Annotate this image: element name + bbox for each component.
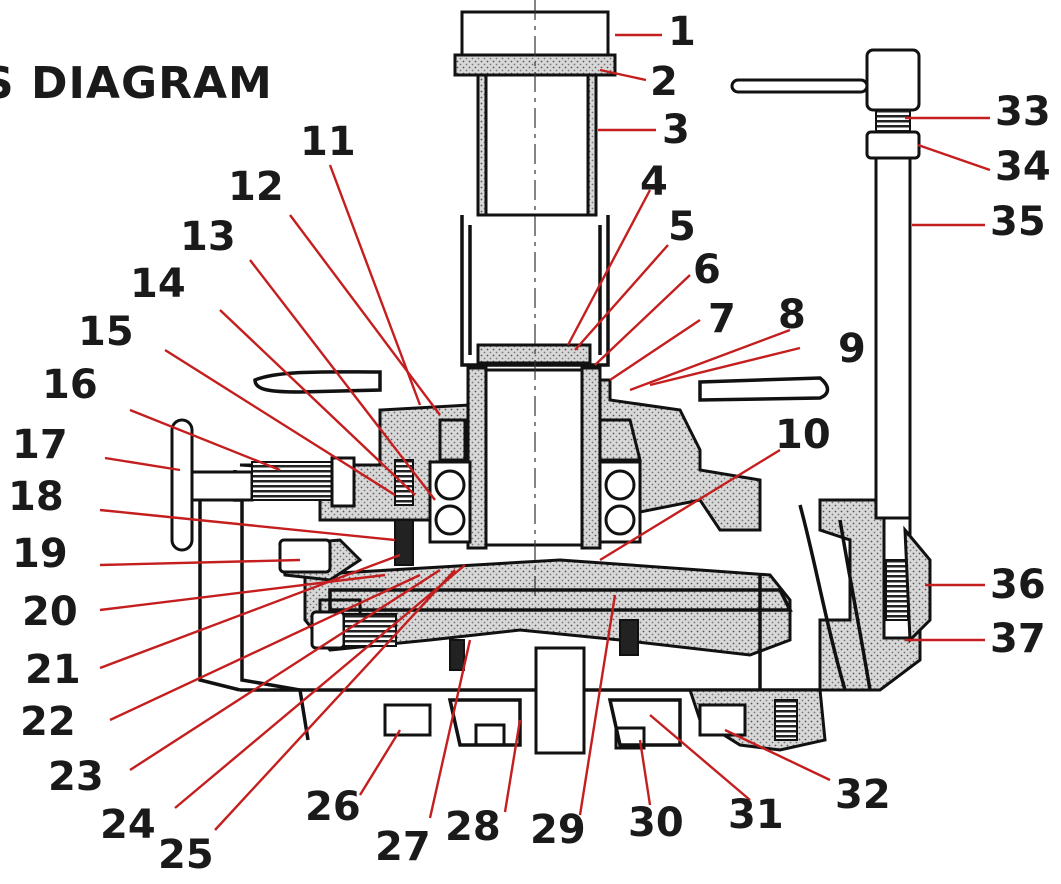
leader-line-29 bbox=[578, 594, 617, 816]
leader-line-5 bbox=[574, 244, 669, 351]
tube bbox=[453, 0, 617, 600]
leader-line-27 bbox=[428, 639, 472, 819]
leader-line-31 bbox=[649, 714, 751, 801]
leader-line-26 bbox=[358, 729, 402, 796]
rod-assembly bbox=[730, 48, 932, 644]
callout-20: 20 bbox=[22, 589, 78, 635]
callout-18: 18 bbox=[8, 474, 64, 520]
callout-19: 19 bbox=[12, 531, 68, 577]
handle-and-screws bbox=[170, 418, 397, 650]
callout-34: 34 bbox=[995, 144, 1051, 190]
bearings bbox=[394, 418, 642, 566]
callout-36: 36 bbox=[990, 562, 1046, 608]
leader-line-12 bbox=[289, 214, 441, 416]
leader-line-23 bbox=[129, 568, 441, 772]
leader-line-10 bbox=[599, 448, 781, 562]
leader-line-22 bbox=[109, 573, 421, 722]
callout-35: 35 bbox=[990, 199, 1046, 245]
leader-line-30 bbox=[638, 739, 652, 806]
callout-1: 1 bbox=[668, 9, 696, 55]
callout-14: 14 bbox=[130, 261, 186, 307]
callout-32: 32 bbox=[835, 772, 891, 818]
leader-line-24 bbox=[174, 564, 466, 809]
callout-11: 11 bbox=[300, 119, 356, 165]
callout-2: 2 bbox=[650, 59, 678, 105]
callout-30: 30 bbox=[628, 800, 684, 846]
leader-line-20 bbox=[99, 573, 386, 612]
callout-15: 15 bbox=[78, 309, 134, 355]
leader-line-9 bbox=[649, 346, 801, 387]
callout-22: 22 bbox=[20, 699, 76, 745]
leader-line-8 bbox=[629, 328, 791, 392]
callout-27: 27 bbox=[375, 824, 431, 870]
leader-line-18 bbox=[99, 508, 396, 542]
leader-line-11 bbox=[328, 164, 422, 406]
leader-line-21 bbox=[99, 553, 401, 670]
callout-29: 29 bbox=[530, 807, 586, 853]
callout-17: 17 bbox=[12, 422, 68, 468]
callout-25: 25 bbox=[158, 832, 214, 878]
leader-line-28 bbox=[503, 719, 522, 813]
leader-line-2 bbox=[599, 68, 647, 82]
callout-5: 5 bbox=[668, 204, 696, 250]
callout-4: 4 bbox=[640, 159, 668, 205]
callout-6: 6 bbox=[693, 247, 721, 293]
callout-13: 13 bbox=[180, 214, 236, 260]
diagram-title: S DIAGRAM bbox=[0, 58, 273, 109]
leader-line-13 bbox=[249, 259, 436, 501]
callout-21: 21 bbox=[25, 647, 81, 693]
leader-line-4 bbox=[566, 189, 652, 346]
callout-31: 31 bbox=[728, 792, 784, 838]
callout-28: 28 bbox=[445, 804, 501, 850]
callout-23: 23 bbox=[48, 754, 104, 800]
leader-line-16 bbox=[129, 408, 281, 472]
callout-33: 33 bbox=[995, 89, 1051, 135]
impeller bbox=[328, 588, 798, 755]
callout-7: 7 bbox=[708, 296, 736, 342]
callout-3: 3 bbox=[662, 107, 690, 153]
callout-12: 12 bbox=[228, 164, 284, 210]
leader-line-14 bbox=[219, 309, 416, 496]
callout-10: 10 bbox=[775, 412, 831, 458]
leader-line-6 bbox=[594, 274, 691, 366]
leader-line-7 bbox=[609, 319, 701, 381]
callout-9: 9 bbox=[838, 326, 866, 372]
callout-24: 24 bbox=[100, 802, 156, 848]
leader-line-34 bbox=[917, 143, 991, 172]
leader-line-32 bbox=[724, 728, 831, 782]
leader-line-15 bbox=[164, 348, 396, 497]
leader-line-19 bbox=[99, 558, 301, 567]
callout-37: 37 bbox=[990, 616, 1046, 662]
callout-26: 26 bbox=[305, 784, 361, 830]
leader-line-25 bbox=[214, 569, 456, 831]
callout-8: 8 bbox=[778, 292, 806, 338]
callout-16: 16 bbox=[42, 362, 98, 408]
leader-line-17 bbox=[104, 456, 181, 472]
